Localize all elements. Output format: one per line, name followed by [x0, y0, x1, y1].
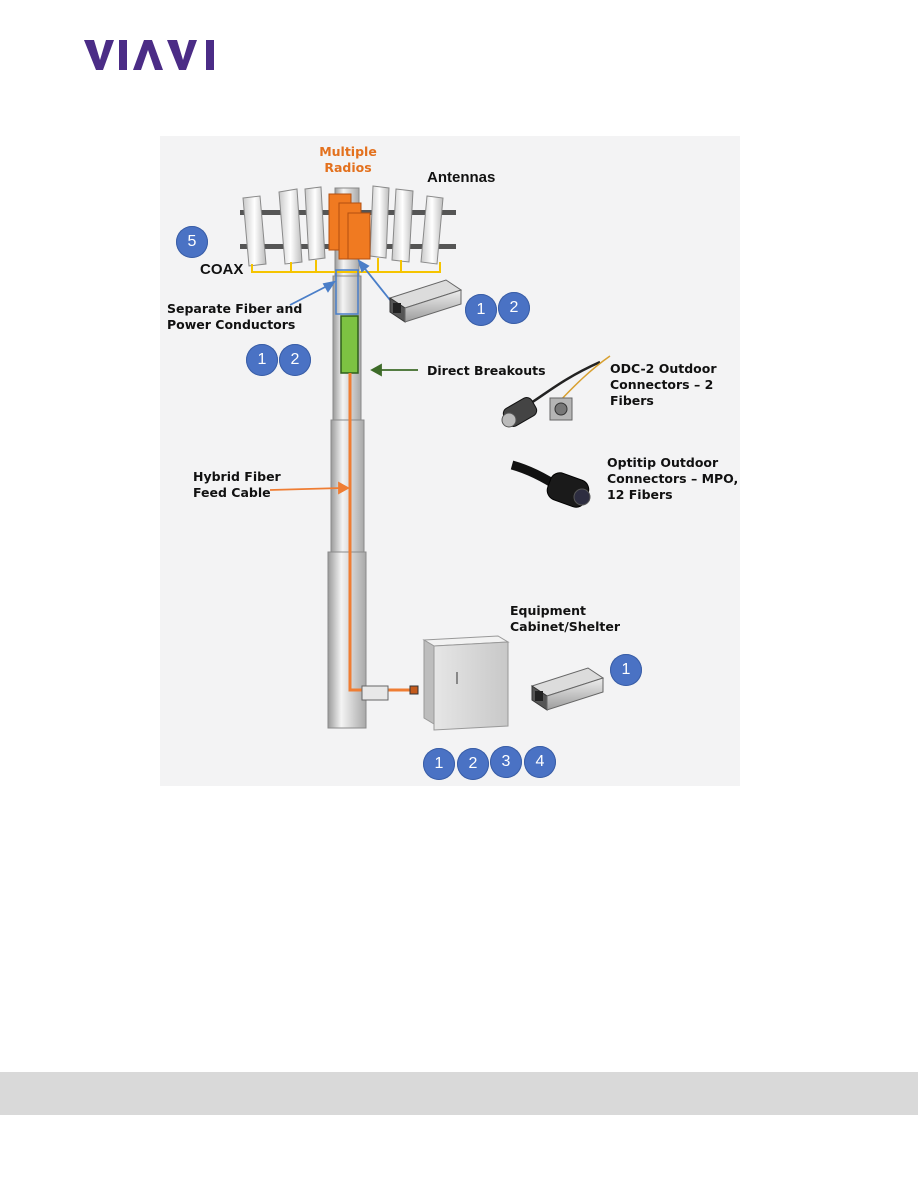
multiple-radios-label: Multiple Radios: [319, 144, 377, 175]
optitip-connector: [510, 460, 591, 508]
footer-bar: [0, 1072, 918, 1115]
separate-fiber-label: Separate Fiber and Power Conductors: [167, 301, 303, 332]
optitip-label: Optitip Outdoor Connectors – MPO, 12 Fib…: [607, 455, 739, 502]
antennas-label: Antennas: [427, 169, 496, 186]
sfp-top-badge-1: 1: [465, 294, 497, 326]
odc2-connector: [501, 355, 611, 428]
breakouts-arrow: [370, 363, 418, 377]
cable-bracket: [361, 685, 389, 701]
conductor-box: [335, 269, 359, 315]
cabinet-badge-2: 2: [457, 748, 489, 780]
radio-units: [328, 193, 371, 260]
cabinet-badge-3: 3: [490, 746, 522, 778]
tower-pole: [327, 275, 367, 729]
pole-badge-1: 1: [246, 344, 278, 376]
equipment-cabinet: [422, 635, 510, 731]
coax-label: COAX: [200, 261, 244, 278]
odc2-label: ODC-2 Outdoor Connectors – 2 Fibers: [610, 361, 717, 408]
antenna-panels: [242, 185, 444, 267]
coax-badge: 5: [176, 226, 208, 258]
sfp-top-badge-2: 2: [498, 292, 530, 324]
sfp-transceiver-top: [388, 279, 463, 323]
sfp-transceiver-bottom: [530, 667, 605, 711]
direct-breakouts-label: Direct Breakouts: [427, 363, 546, 378]
pointer-arrows: [289, 259, 391, 306]
sfp-bottom-badge-1: 1: [610, 654, 642, 686]
cable-port: [409, 685, 419, 695]
cabinet-badge-1: 1: [423, 748, 455, 780]
hybrid-fiber-label: Hybrid Fiber Feed Cable: [193, 469, 281, 500]
direct-breakouts-unit: [340, 315, 359, 374]
pole-badge-2: 2: [279, 344, 311, 376]
equipment-label: Equipment Cabinet/Shelter: [510, 603, 621, 634]
hybrid-arrow: [269, 481, 350, 495]
coax-lines: [251, 258, 441, 273]
cabinet-badge-4: 4: [524, 746, 556, 778]
viavi-logo: [84, 40, 214, 70]
hybrid-fiber-cable: [348, 373, 414, 692]
